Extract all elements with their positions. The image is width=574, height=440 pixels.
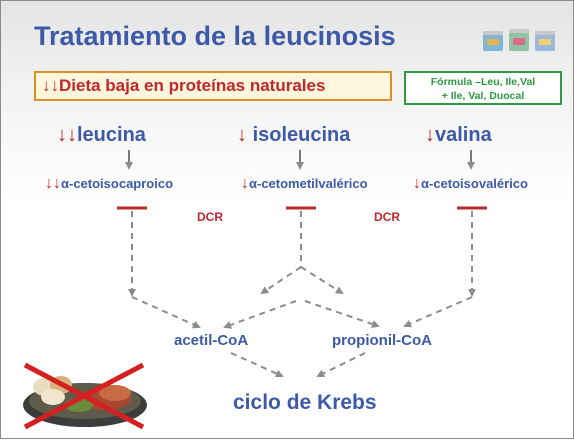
dashed-to-propionyl xyxy=(304,300,380,328)
dashed-to-acetyl xyxy=(131,296,201,329)
diet-text: Dieta baja en proteínas naturales xyxy=(59,76,326,95)
amino-acid-leucine: ↓↓leucina xyxy=(57,124,146,147)
keto-name: α-cetoisocaproico xyxy=(61,176,174,191)
diet-box: ↓↓Dieta baja en proteínas naturales xyxy=(34,71,392,101)
keto-name: α-cetoisovalérico xyxy=(421,176,528,191)
keto-acid-3: ↓α-cetoisovalérico xyxy=(413,175,528,193)
amino-acid-valine: ↓valina xyxy=(425,124,492,147)
aa-name: valina xyxy=(435,124,492,146)
keto-acid-1: ↓↓α-cetoisocaproico xyxy=(45,175,173,193)
aa-arrows: ↓ xyxy=(237,124,247,146)
dashed-to-propionyl-2 xyxy=(403,296,473,328)
amino-acid-isoleucine: ↓ isoleucina xyxy=(237,124,350,147)
keto-arrows: ↓↓ xyxy=(45,175,61,192)
formula-line-2: + Ile, Val, Duocal xyxy=(441,90,525,102)
dashed-propionyl-to-krebs xyxy=(316,352,366,377)
aa-arrows: ↓↓ xyxy=(57,124,77,146)
aa-name: leucina xyxy=(77,124,146,146)
diet-arrows: ↓↓ xyxy=(42,76,59,95)
keto-acid-2: ↓α-cetometilvalérico xyxy=(241,175,368,193)
product-acetyl-coa: acetil-CoA xyxy=(174,332,249,349)
aa-arrows: ↓ xyxy=(425,124,435,146)
formula-line-1: Fórmula –Leu, Ile,Val xyxy=(430,76,536,88)
formula-cans-icon xyxy=(483,29,555,51)
dashed-split-left xyxy=(260,266,302,295)
dcr-label-2: DCR xyxy=(374,210,400,224)
crossed-food-icon xyxy=(23,362,147,430)
aa-name: isoleucina xyxy=(252,124,351,146)
dashed-split-right xyxy=(300,266,344,295)
keto-arrows: ↓ xyxy=(241,175,249,192)
dashed-acetyl-to-krebs xyxy=(230,352,284,378)
slide-title: Tratamiento de la leucinosis xyxy=(34,21,396,51)
keto-arrows: ↓ xyxy=(413,175,421,192)
krebs-cycle: ciclo de Krebs xyxy=(233,391,377,414)
dcr-label-1: DCR xyxy=(197,210,223,224)
formula-box: Fórmula –Leu, Ile,Val + Ile, Val, Duocal xyxy=(404,71,562,105)
keto-name: α-cetometilvalérico xyxy=(249,176,368,191)
product-propionyl-coa: propionil-CoA xyxy=(332,332,432,349)
dashed-to-acetyl-2 xyxy=(223,300,297,329)
